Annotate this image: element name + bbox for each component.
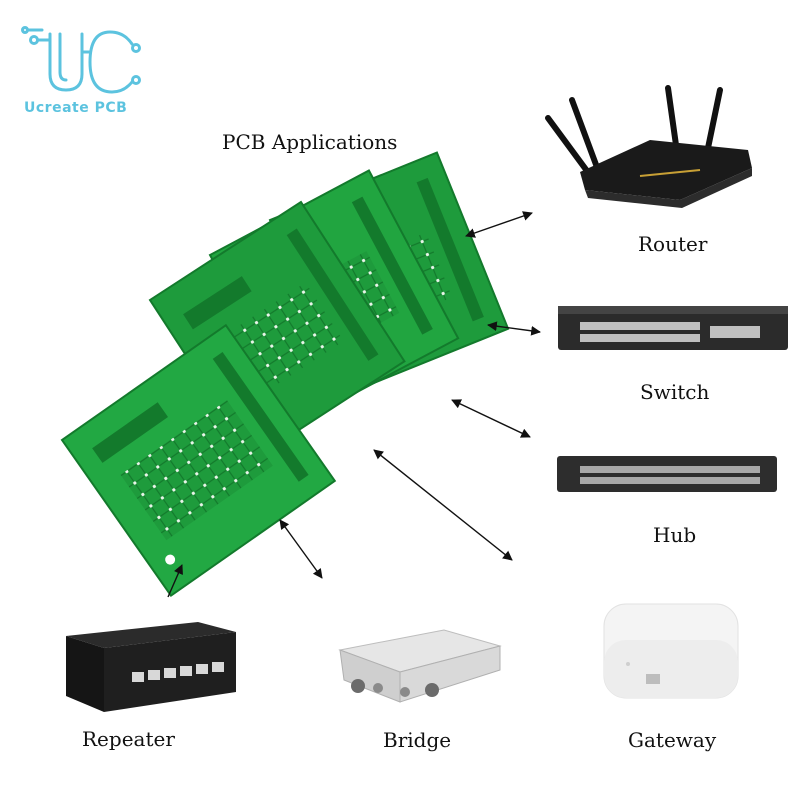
repeater-icon <box>66 622 236 712</box>
arrow-switch <box>487 321 541 336</box>
logo: Ucreate PCB <box>20 22 150 122</box>
logo-uc-icon <box>21 26 141 94</box>
arrow-gateway <box>373 449 513 561</box>
device-label-router: Router <box>638 232 708 256</box>
arrow-hub <box>451 399 531 438</box>
pcb-board-1 <box>60 323 337 598</box>
switch-icon <box>558 306 788 350</box>
arrow-repeater <box>167 564 183 598</box>
device-label-bridge: Bridge <box>383 728 452 752</box>
bridge-icon <box>338 629 502 703</box>
hub-icon <box>557 456 777 492</box>
arrow-bridge <box>279 519 323 579</box>
logo-text: Ucreate PCB <box>24 100 128 116</box>
diagram-title: PCB Applications <box>222 130 398 154</box>
arrow-router <box>465 211 533 238</box>
device-label-switch: Switch <box>640 380 710 404</box>
gateway-icon <box>603 603 739 699</box>
device-label-gateway: Gateway <box>628 728 717 752</box>
device-label-hub: Hub <box>653 523 697 547</box>
device-label-repeater: Repeater <box>82 727 175 751</box>
router-icon <box>545 85 752 208</box>
